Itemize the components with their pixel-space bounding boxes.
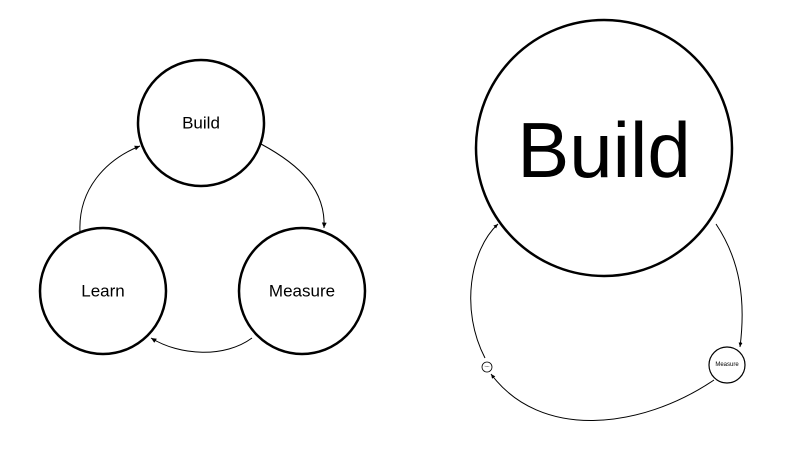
- node-build-large-label: Build: [517, 106, 690, 194]
- edge-measure-to-learn: [150, 337, 253, 353]
- node-learn-tiny: Learn: [481, 361, 493, 373]
- node-measure-small-label: Measure: [715, 362, 739, 368]
- edge-build-to-measure-right: [715, 223, 743, 348]
- edge-build-to-measure: [260, 143, 327, 229]
- edge-measure-to-learn-right: [490, 373, 715, 421]
- node-build-large: Build: [474, 18, 734, 278]
- node-learn-label: Learn: [81, 282, 124, 301]
- edge-learn-to-build: [79, 145, 141, 233]
- node-measure-label: Measure: [269, 282, 335, 301]
- unbalanced-cycle-diagram: Build Measure Learn: [470, 18, 746, 421]
- node-learn: Learn: [38, 226, 168, 356]
- edge-learn-to-build-right: [470, 223, 499, 359]
- node-measure: Measure: [237, 226, 367, 356]
- node-measure-small: Measure: [708, 346, 746, 384]
- balanced-cycle-diagram: Build Measure Learn: [38, 58, 367, 356]
- node-learn-tiny-label: Learn: [485, 366, 490, 368]
- node-build: Build: [136, 58, 266, 188]
- node-build-label: Build: [182, 114, 220, 133]
